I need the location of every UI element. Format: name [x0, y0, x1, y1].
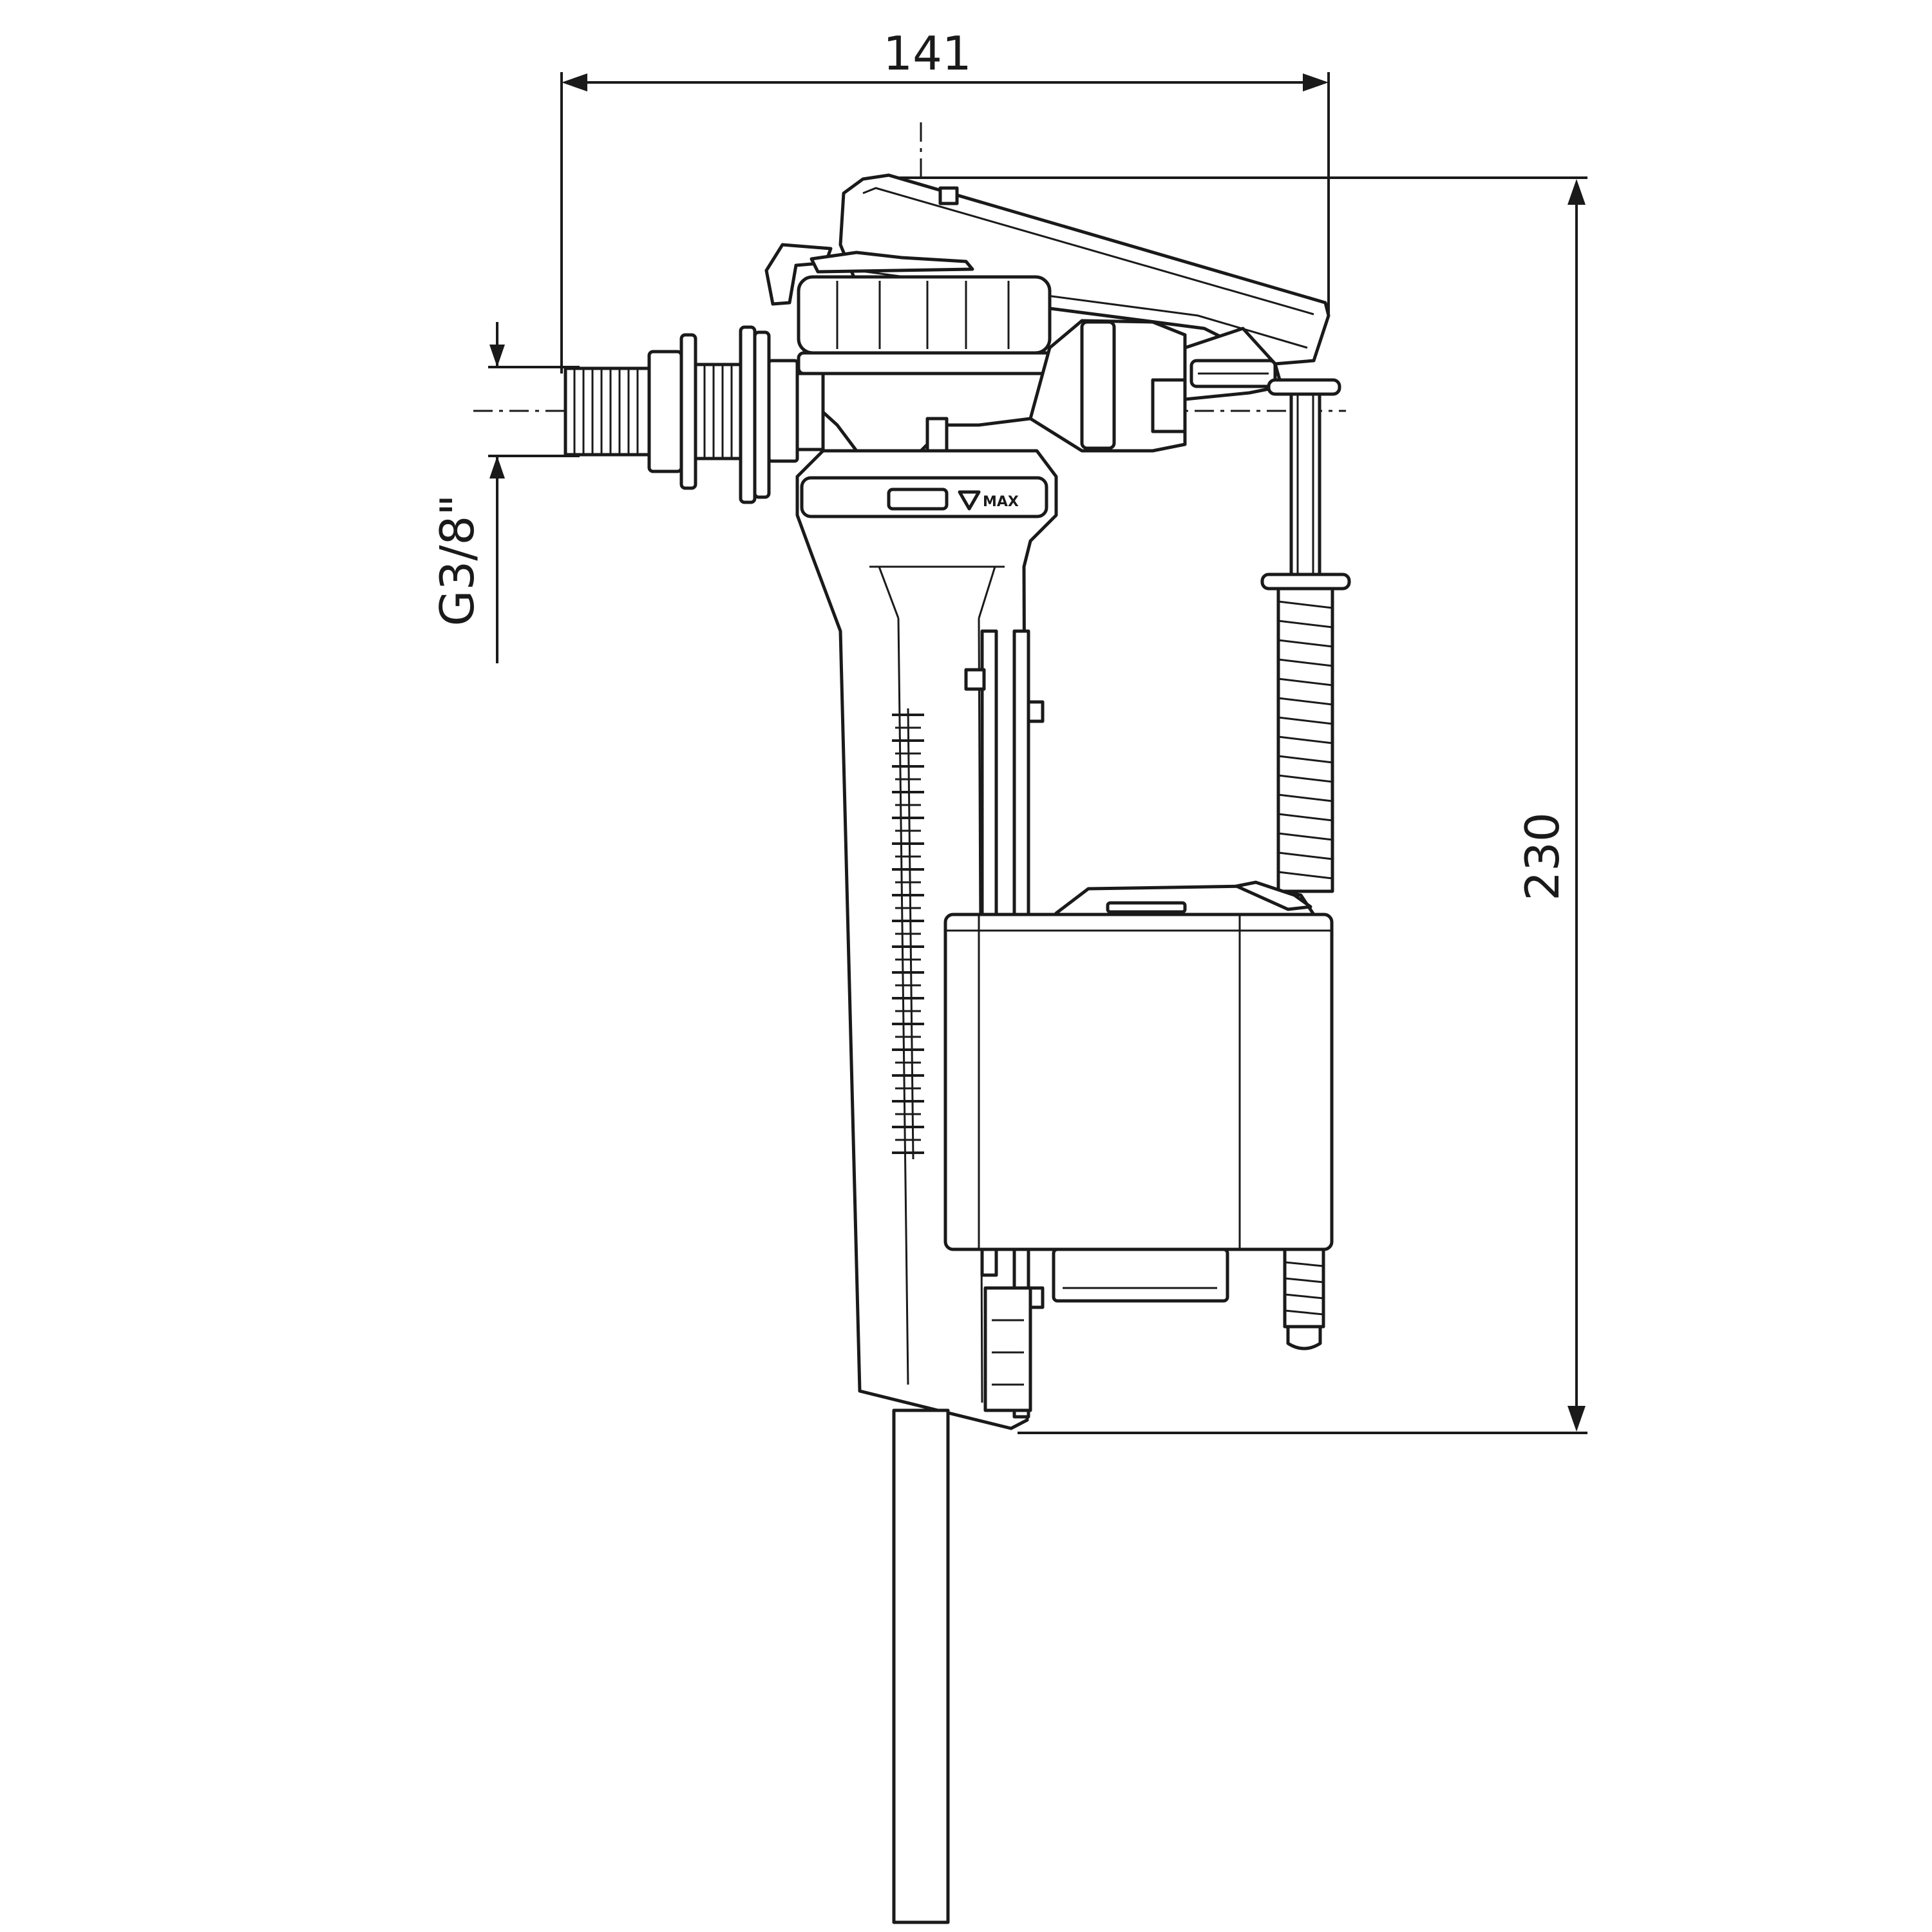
- float-box: [943, 913, 1334, 1251]
- width-dimension: 141: [560, 26, 1330, 374]
- rail-clip-2: [1027, 700, 1045, 723]
- thread-arrow-top: [489, 345, 505, 367]
- valve-cap-ring: [797, 351, 1058, 375]
- inlet-nut: [647, 350, 683, 473]
- width-arrow-right: [1303, 73, 1329, 91]
- lever-pivot-bar: [810, 251, 974, 274]
- rod-bottom-tip: [1286, 1325, 1322, 1350]
- height-scale: [892, 708, 924, 1160]
- rod-bottom-spring: [1283, 1247, 1325, 1329]
- width-arrow-left: [562, 73, 587, 91]
- valve-side-port: [1151, 378, 1187, 433]
- inlet-collar: [767, 359, 799, 463]
- valve-head: [797, 275, 1283, 466]
- thread-arrow-bottom: [489, 456, 505, 478]
- inlet-neck: [795, 372, 825, 451]
- spring-coils: [1278, 600, 1333, 880]
- lever-screw: [938, 186, 959, 205]
- inlet-connector: [564, 325, 825, 504]
- float-lid-label: [1106, 901, 1187, 914]
- float-bottom-block: [1052, 1247, 1229, 1303]
- height-dimension: 230: [869, 176, 1587, 1434]
- rod-collar: [1260, 573, 1351, 591]
- max-level-text: MAX: [983, 494, 1019, 510]
- float-lid-clip: [1235, 880, 1312, 911]
- scale-ticks: [892, 714, 924, 1154]
- scale-dashes: [895, 726, 921, 1141]
- rod-upper: [1289, 392, 1321, 576]
- rail-clip-1: [964, 668, 986, 691]
- max-level-triangle: [958, 490, 981, 511]
- inlet-flange: [679, 333, 697, 490]
- inlet-thread-ridges: [573, 368, 639, 455]
- max-level-marker: [887, 488, 949, 511]
- thread-label: G3/8": [430, 495, 484, 627]
- thread-dimension: G3/8": [430, 322, 580, 663]
- valve-side-cap: [1080, 320, 1116, 450]
- inlet-thread-2: [694, 363, 743, 460]
- inlet-thread-2-ridges: [703, 365, 733, 459]
- height-arrow-bottom: [1567, 1406, 1586, 1432]
- width-label: 141: [883, 26, 971, 80]
- rail-bottom-frame: [983, 1286, 1032, 1412]
- rod-top-cap: [1267, 378, 1341, 396]
- seal-washer-1: [739, 325, 757, 504]
- seal-washer-2: [753, 330, 771, 499]
- float-assembly: [943, 880, 1334, 1303]
- height-label: 230: [1515, 812, 1569, 900]
- inlet-thread-body: [564, 366, 651, 457]
- height-arrow-top: [1567, 179, 1586, 205]
- lever-arm: [764, 173, 1331, 366]
- bottom-tube: [892, 1408, 950, 1924]
